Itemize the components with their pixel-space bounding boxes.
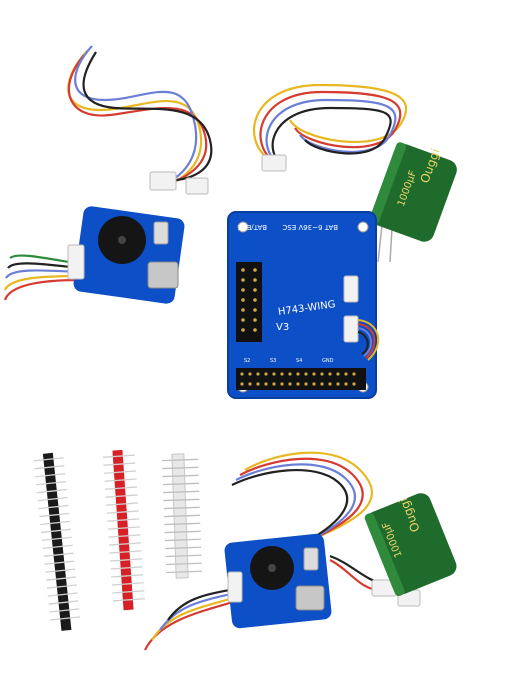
pin-label-s3: S3	[270, 358, 276, 364]
pin-label-s4: S4	[296, 358, 302, 364]
wire-harness-top-right	[253, 83, 407, 167]
jst-connector-top-right	[261, 154, 287, 172]
pin-label-s2: S2	[244, 358, 250, 364]
pin-header-black	[33, 452, 81, 631]
board-version-label: V3	[276, 322, 289, 333]
h743-wing-board: BAT/ESC BAT 6~36V ESC H743-WING V3	[227, 211, 377, 399]
pin-header-red	[102, 449, 145, 611]
wire-harness-board-right	[357, 319, 380, 361]
buzzer-module-bottom	[224, 533, 332, 629]
capacitor-top: Ouggi 1000µF	[369, 142, 457, 263]
connector-right-side	[343, 275, 359, 343]
pin-label-gnd: GND	[322, 358, 334, 364]
board-bat-esc-label: BAT/ESC	[237, 223, 267, 231]
pin-header-white	[162, 453, 202, 579]
buzzer-module-top	[67, 206, 185, 304]
pin-header-left	[236, 262, 262, 342]
capacitor-bottom: Ouggi 1000µF	[364, 493, 457, 597]
board-voltage-label: BAT 6~36V ESC	[282, 223, 338, 231]
pin-row-bottom	[236, 368, 366, 390]
jst-connector-top	[149, 171, 209, 195]
